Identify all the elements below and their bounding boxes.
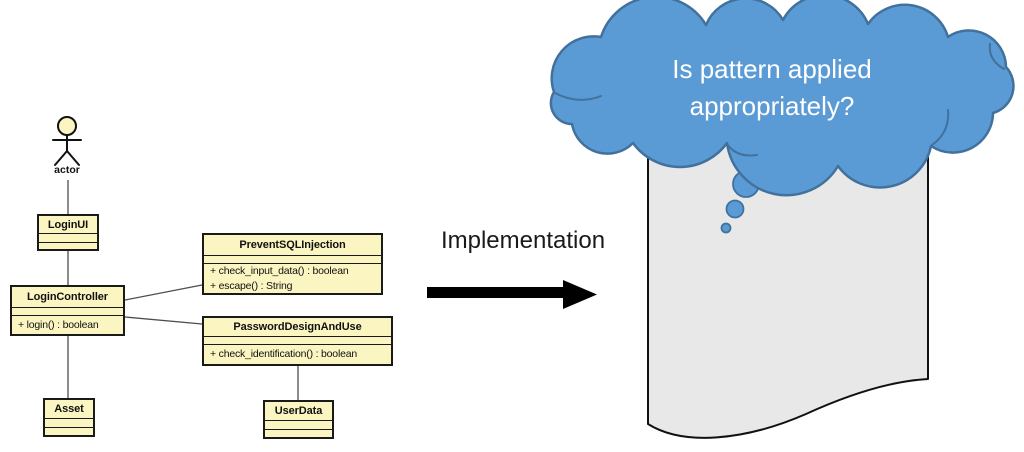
uml-class-loginui: LoginUI	[37, 214, 99, 251]
uml-methods-compartment	[45, 428, 93, 435]
document-shape	[647, 137, 929, 439]
actor-label: actor	[54, 164, 80, 176]
uml-class-name: LoginController	[12, 287, 123, 308]
uml-method: + check_identification() : boolean	[210, 348, 358, 360]
uml-methods-compartment	[39, 243, 97, 249]
uml-attributes-compartment	[12, 308, 123, 316]
actor-leg-left	[54, 150, 68, 166]
uml-class-userdata: UserData	[263, 400, 334, 439]
cloud-crease-bottom-middle	[726, 143, 758, 157]
uml-attributes-compartment	[204, 337, 391, 345]
uml-method: + login() : boolean	[18, 318, 99, 331]
uml-class-logincontroller: LoginController + login() : boolean	[10, 285, 125, 336]
thought-bubble-medium	[725, 199, 745, 219]
uml-attributes-compartment	[39, 234, 97, 243]
uml-class-preventsqlinjection: PreventSQLInjection + check_input_data()…	[202, 233, 383, 295]
uml-methods-compartment: + check_input_data() : boolean + escape(…	[204, 264, 381, 293]
connector-logincontroller-prevent	[124, 284, 203, 301]
uml-class-name: UserData	[265, 402, 332, 421]
uml-attributes-compartment	[265, 421, 332, 430]
connector-logincontroller-password	[124, 316, 203, 325]
uml-class-name: Asset	[45, 400, 93, 419]
uml-method: + check_input_data() : boolean	[210, 264, 349, 277]
cloud-crease-left	[554, 92, 602, 101]
cloud-crease-top-right	[988, 43, 1005, 70]
implementation-arrow	[427, 280, 597, 309]
uml-methods-compartment: + check_identification() : boolean	[204, 345, 391, 364]
uml-methods-compartment	[265, 430, 332, 437]
thought-bubble-small	[720, 222, 732, 234]
uml-connectors	[67, 180, 299, 400]
actor-leg-right	[66, 150, 80, 166]
actor-head	[57, 116, 77, 136]
uml-class-name: LoginUI	[39, 216, 97, 234]
uml-method: + escape() : String	[210, 279, 293, 292]
uml-attributes-compartment	[204, 256, 381, 264]
uml-class-asset: Asset	[43, 398, 95, 437]
uml-class-name: PasswordDesignAndUse	[204, 318, 391, 337]
cloud-crease-bottom-right	[931, 109, 950, 146]
implementation-label: Implementation	[440, 227, 606, 254]
actor-figure	[52, 116, 82, 166]
cloud-question-text: Is pattern applied appropriately?	[672, 54, 872, 121]
cloud-creases	[554, 43, 1005, 157]
uml-class-passworddesignanduse: PasswordDesignAndUse + check_identificat…	[202, 316, 393, 366]
thought-cloud	[549, 0, 1015, 197]
uml-attributes-compartment	[45, 419, 93, 428]
cloud-shape	[549, 0, 1015, 197]
uml-class-name: PreventSQLInjection	[204, 235, 381, 256]
uml-methods-compartment: + login() : boolean	[12, 316, 123, 334]
